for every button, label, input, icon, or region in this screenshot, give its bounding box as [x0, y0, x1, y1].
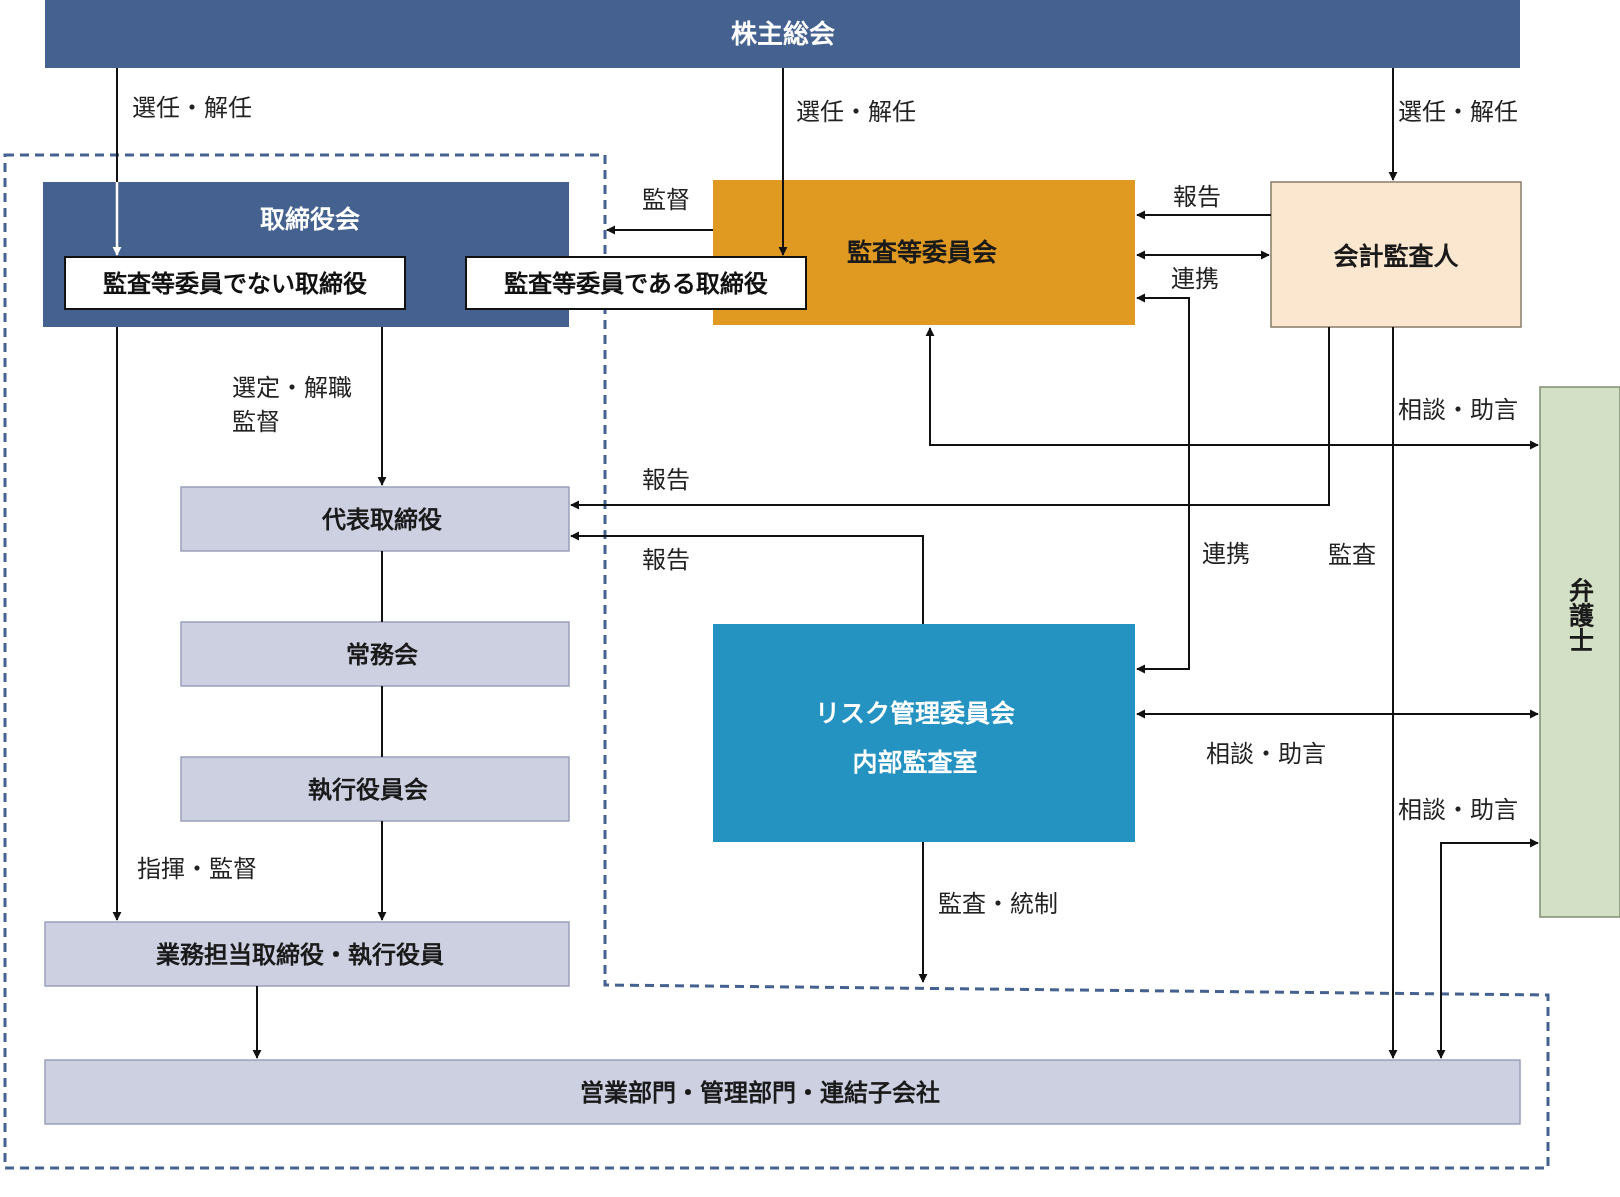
- supervise-label: 監督: [642, 186, 690, 214]
- officers-meeting-box[interactable]: 執行役員会: [180, 756, 570, 822]
- executive-committee-box[interactable]: 常務会: [180, 621, 570, 687]
- report-accounting-label: 報告: [1173, 183, 1221, 211]
- accounting-auditor-label: 会計監査人: [1333, 242, 1458, 271]
- executive-committee-label: 常務会: [346, 641, 418, 669]
- cooperate-label-1: 連携: [1171, 265, 1219, 293]
- board-label: 取締役会: [260, 205, 360, 234]
- company-boundary: [3, 153, 1550, 1170]
- representative-director-label: 代表取締役: [321, 506, 442, 534]
- audit-control-label: 監査・統制: [938, 890, 1058, 918]
- cooperate-label-2: 連携: [1202, 540, 1250, 568]
- departments-box[interactable]: 営業部門・管理部門・連結子会社: [44, 1059, 1521, 1125]
- business-officers-box[interactable]: 業務担当取締役・執行役員: [44, 921, 570, 987]
- consult-label-1: 相談・助言: [1398, 396, 1518, 424]
- cooperate-risk-arrow: [1136, 293, 1190, 674]
- consult-label-2: 相談・助言: [1206, 740, 1326, 768]
- consult-label-3: 相談・助言: [1398, 796, 1518, 824]
- report-accounting-rep-arrow: [570, 327, 1330, 510]
- accounting-auditor-box[interactable]: 会計監査人: [1270, 181, 1522, 328]
- audit-committee-label: 監査等委員会: [847, 238, 997, 267]
- elect-label-2: 選任・解任: [796, 98, 916, 126]
- board-audit-label: 監査等委員である取締役: [504, 270, 768, 298]
- select-label-1: 選定・解職: [232, 374, 352, 402]
- departments-label: 営業部門・管理部門・連結子会社: [580, 1079, 940, 1107]
- report-risk-rep-arrow: [570, 531, 924, 624]
- shareholders-label: 株主総会: [731, 19, 835, 50]
- shareholders-box[interactable]: 株主総会: [45, 0, 1520, 68]
- elect-label-1: 選任・解任: [132, 94, 252, 122]
- lawyer-label: 弁護士: [1566, 577, 1595, 653]
- officers-meeting-label: 執行役員会: [308, 776, 428, 804]
- internal-audit-label: 内部監査室: [852, 748, 977, 777]
- risk-committee-box[interactable]: リスク管理委員会 内部監査室: [713, 624, 1135, 842]
- representative-director-box[interactable]: 代表取締役: [180, 486, 570, 552]
- lawyer-box[interactable]: 弁護士: [1539, 386, 1620, 918]
- select-label-2: 監督: [232, 408, 280, 436]
- consult-lawyer-dept-arrow: [1436, 838, 1539, 1059]
- report-label-2: 報告: [642, 546, 690, 574]
- elect-label-3: 選任・解任: [1398, 98, 1518, 126]
- board-non-audit-label: 監査等委員でない取締役: [103, 270, 367, 298]
- audit-label: 監査: [1328, 541, 1376, 569]
- report-label-1: 報告: [642, 466, 690, 494]
- command-label: 指揮・監督: [137, 855, 257, 883]
- business-officers-label: 業務担当取締役・執行役員: [156, 941, 444, 969]
- risk-committee-label: リスク管理委員会: [815, 699, 1015, 728]
- consult-audit-lawyer-arrow: [925, 327, 1539, 450]
- board-non-audit-box[interactable]: 監査等委員でない取締役: [64, 256, 406, 310]
- board-audit-box[interactable]: 監査等委員である取締役: [465, 256, 807, 310]
